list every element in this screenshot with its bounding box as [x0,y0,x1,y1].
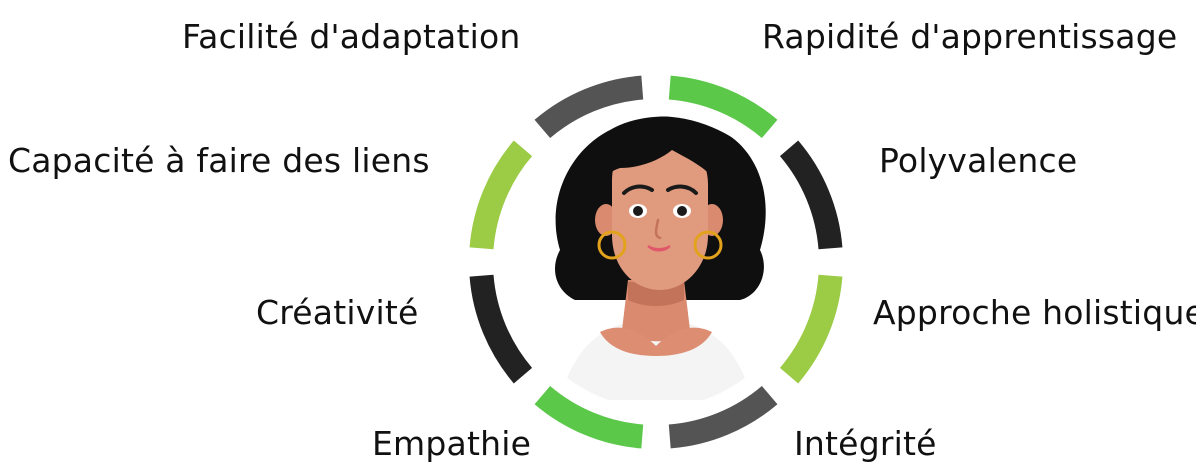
trait-label-0: Rapidité d'apprentissage [762,17,1178,56]
trait-label-3: Intégrité [794,424,937,463]
ring-segment-3 [668,385,778,449]
chest [600,327,712,356]
ring-segment-4 [534,385,644,449]
mouth [647,245,671,252]
ear-left [595,204,617,236]
ring-segment-2 [779,274,843,384]
nose [654,218,662,240]
hair-top [595,119,723,190]
face [612,135,708,290]
ring-segment-6 [469,140,533,250]
earring-right [693,230,723,260]
ring-segment-0 [668,75,778,139]
trait-label-5: Créativité [256,293,419,332]
ring-segment-7 [534,75,644,139]
eyebrow-right [666,184,698,195]
eyebrow-left [622,184,654,195]
ring-segment-1 [779,140,843,250]
trait-label-7: Facilité d'adaptation [182,17,521,56]
trait-label-6: Capacité à faire des liens [8,141,430,180]
earring-left [597,230,627,260]
ring-segment-5 [469,274,533,384]
trait-label-4: Empathie [372,424,532,463]
trait-label-2: Approche holistique [873,293,1196,332]
trait-label-1: Polyvalence [879,141,1078,180]
